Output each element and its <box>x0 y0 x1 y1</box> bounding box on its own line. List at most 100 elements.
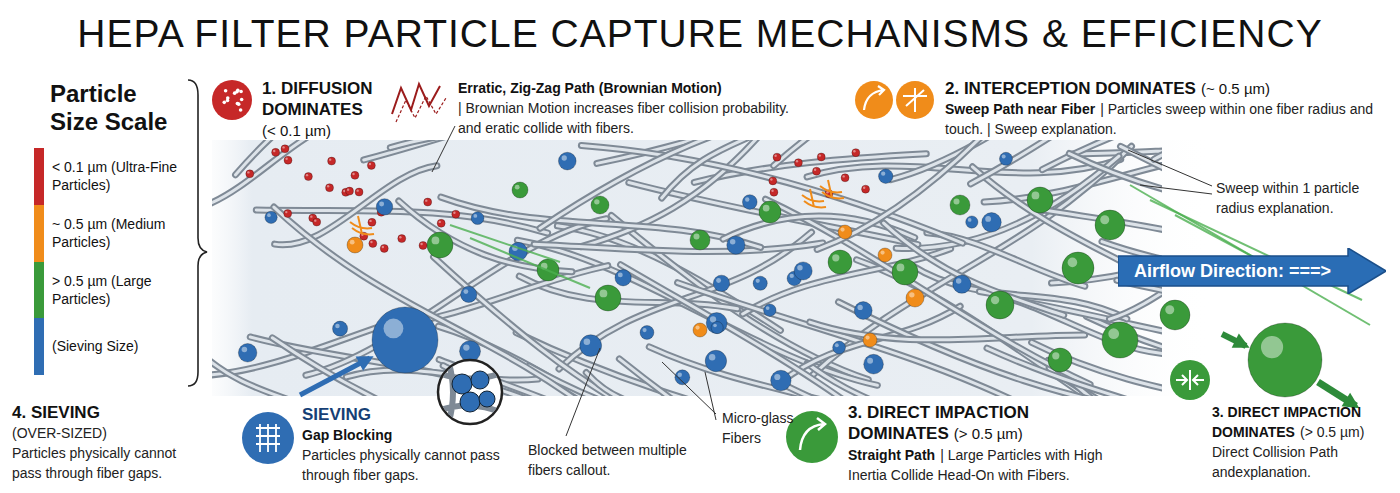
fiber <box>586 372 737 396</box>
ultrafine-particle <box>424 198 432 206</box>
fiber-highlight <box>629 183 918 245</box>
trajectory-line <box>450 225 560 262</box>
sieving-particle-shine <box>267 213 271 217</box>
fiber <box>817 140 985 249</box>
ultrafine-particle <box>367 161 375 169</box>
sieving-particle <box>265 211 277 223</box>
magnifier-content <box>435 360 505 425</box>
large-particle-shine <box>694 234 700 240</box>
sieving-particle <box>558 152 576 170</box>
callout-line: 4. SIEVING <box>12 402 197 423</box>
callout-text: Sweep within 1 particle radius explanati… <box>1216 178 1396 218</box>
sieving-particle-shine <box>790 274 794 278</box>
icon-glyph <box>864 86 884 110</box>
large-particle-shine <box>763 205 770 212</box>
callout-label: Micro-glass Fibers <box>722 410 794 446</box>
ultrafine-particle-shine <box>329 158 331 160</box>
callout-line: (OVER-SIZED) <box>12 423 197 443</box>
icon-glyph <box>903 88 927 112</box>
sieving-particle <box>333 321 348 336</box>
large-particle-shine <box>1108 328 1119 339</box>
fiber <box>987 348 1162 396</box>
ultrafine-particle-shine <box>370 241 372 243</box>
ultrafine-particle-shine <box>273 150 275 152</box>
callout-label: Particles physically cannot pass through… <box>12 445 176 481</box>
sieving-particle-shine <box>716 278 721 283</box>
large-particle <box>595 285 621 311</box>
sieving-particle <box>675 370 690 385</box>
callout-label: 2. INTERCEPTION DOMINATES <box>945 79 1196 98</box>
ultrafine-particle <box>852 149 860 157</box>
fiber <box>390 140 695 148</box>
medium-particle-shine <box>350 240 355 245</box>
fiber-highlight <box>1069 154 1162 219</box>
large-particle <box>1095 210 1125 240</box>
large-particle <box>892 259 918 285</box>
ultrafine-particle <box>272 148 280 156</box>
large-particle <box>690 230 710 250</box>
ultrafine-particle <box>794 159 802 167</box>
large-particle-shine <box>1032 192 1040 200</box>
fiber-highlight <box>390 140 695 148</box>
fiber <box>212 354 354 396</box>
ultrafine-particle-shine <box>814 169 816 171</box>
ultrafine-particle-shine <box>369 163 371 165</box>
callout-line: Sweep Path near Fiber| Particles sweep w… <box>945 99 1385 139</box>
sieving-icon <box>242 412 294 464</box>
icon-dot <box>236 102 240 106</box>
sieving-particle-shine <box>985 216 991 222</box>
sieving-particle <box>982 213 1001 232</box>
large-particle <box>1102 322 1138 358</box>
fiber <box>274 207 598 396</box>
sieving-particle <box>460 341 481 362</box>
blocked-particle <box>452 374 472 394</box>
large-particle-shine <box>515 185 520 190</box>
ultrafine-particle <box>398 235 406 243</box>
icon-dot <box>224 89 228 93</box>
sieving-particle <box>999 152 1012 165</box>
callout-label: (> 0.5 µm) <box>1300 424 1364 440</box>
fiber-highlight <box>212 354 354 396</box>
callout-line: 3. DIRECT IMPACTION DOMINATES(> 0.5 µm) <box>848 402 1133 445</box>
scale-swatch <box>34 318 44 375</box>
ultrafine-particle-shine <box>796 160 798 162</box>
large-particle <box>986 291 1014 319</box>
callout-label: Erratic, Zig-Zag Path (Brownian Motion) <box>458 80 722 96</box>
callout-label: 4. SIEVING <box>12 403 100 422</box>
icons-and-leaders <box>188 80 1370 464</box>
large-particle <box>427 232 453 258</box>
callout-label: Sweep Path near Fiber <box>945 101 1095 117</box>
fiber <box>891 140 1162 180</box>
ultrafine-particle <box>773 153 781 161</box>
fiber-highlight <box>971 140 1162 184</box>
magnifier <box>438 360 502 424</box>
callout-line: Erratic, Zig-Zag Path (Brownian Motion) <box>458 78 803 98</box>
sieving-particle <box>833 341 846 354</box>
sieving-particle <box>640 326 654 340</box>
sieving-particle <box>794 262 812 280</box>
scale-label: > 0.5 µm (Large Particles) <box>52 272 187 308</box>
large-particle <box>512 182 528 198</box>
sieving-particle <box>764 304 776 316</box>
large-particle-shine <box>991 296 999 304</box>
ultrafine-particle <box>304 173 312 181</box>
callout-line: Particle Size Scale <box>50 80 185 135</box>
medium-particle-shine <box>880 250 884 254</box>
sieving-particle <box>471 212 484 225</box>
ultrafine-particle-shine <box>453 212 455 214</box>
callout-line: 1. DIFFUSION DOMINATES <box>262 78 387 121</box>
callout-line: Direct Collision Path andexplanation. <box>1212 442 1398 482</box>
fiber <box>807 159 1121 177</box>
sieving-particle <box>966 216 978 228</box>
large-particle-shine <box>600 290 608 298</box>
icon-dot <box>240 98 244 102</box>
ultrafine-particle <box>380 244 388 252</box>
callout-text: Blocked between multiple fibers callout. <box>528 440 698 480</box>
icon-dot <box>222 101 226 105</box>
large-particle-shine <box>897 264 905 272</box>
fiber-highlight <box>212 140 347 204</box>
ultrafine-particle <box>419 241 427 249</box>
large-particle-shine <box>594 199 599 204</box>
scale-label: < 0.1 µm (Ultra-Fine Particles) <box>52 158 187 194</box>
